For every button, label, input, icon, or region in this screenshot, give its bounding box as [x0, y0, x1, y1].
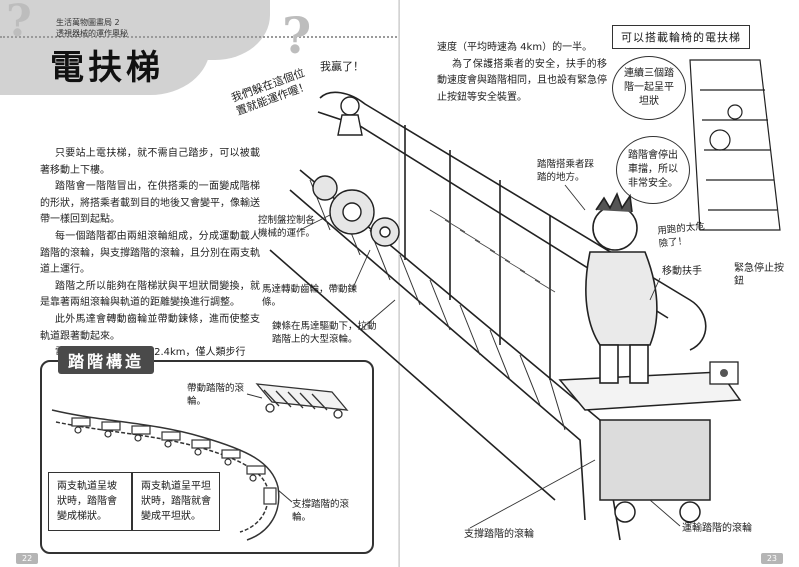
support-roller-caption: 支撐踏階的滾輪 — [464, 529, 534, 540]
body-line: 速度（平均時速為 4km）的一半。 — [437, 42, 593, 53]
motor-label: 馬達轉動齒輪，帶動鍊條。 — [262, 284, 358, 308]
body-paragraph: 每一個踏階都由兩組滾輪組成，分成運動載人踏階的滾輪，與支撐踏階的滾輪，且分別在兩… — [40, 230, 260, 276]
flat-track-note: 兩支軌道呈平坦狀時，踏階就會變成平坦狀。 — [132, 472, 220, 531]
step-structure-inset: 踏階構造 帶動踏階的滾輪。 兩支軌道呈坡狀時，踏階會變成梯狀。 兩支軌道呈平坦狀… — [40, 346, 374, 554]
body-paragraph: 踏階之所以能夠在階梯狀與平坦狀間變換，就是靠著兩組滾輪與軌道的距離變換進行調整。 — [40, 280, 260, 309]
safety-text: 踏階會停出車擋，所以非常安全。 — [628, 150, 678, 189]
control-panel-label: 控制盤控制各機械的運作。 — [258, 215, 316, 239]
page-number-left: 22 — [16, 553, 39, 564]
body-paragraph: 只要站上電扶梯，就不需自己踏步，可以被載著移動上下樓。 — [40, 148, 260, 176]
step-description: 踏階搭乘者踩踏的地方。 — [537, 159, 595, 183]
page-number-right: 23 — [760, 553, 783, 564]
support-roller-label: 支撐踏階的滾輪。 — [292, 499, 350, 523]
question-mark-icon: ? — [6, 0, 32, 47]
body-paragraph: 踏階會一階階冒出，在供搭乘的一面變成階梯的形狀，將搭乘者載到目的地後又會變平，像… — [40, 181, 260, 226]
transport-roller-caption: 運輸踏階的滾輪 — [682, 523, 752, 534]
header-dotted-rule — [0, 36, 400, 38]
page-title: 電扶梯 — [50, 48, 164, 88]
series-title: 生活萬物圖畫局 2 透視器械的運作奧秘 — [56, 17, 128, 39]
handrail-label: 移動扶手 — [662, 266, 702, 277]
body-paragraph: 此外馬達會轉動齒輪並帶動鍊條，進而使整支軌道跟著動起來。 — [40, 313, 260, 342]
slope-track-note: 兩支軌道呈坡狀時，踏階會變成梯狀。 — [48, 472, 132, 531]
emergency-stop-label: 緊急停止按鈕 — [734, 263, 784, 287]
right-body-text: 速度（平均時速為 4km）的一半。 為了保護搭乘者的安全，扶手的移動速度會與踏階… — [437, 40, 607, 106]
chain-label: 鍊條在馬達驅動下，拉動踏階上的大型滾輪。 — [272, 321, 377, 345]
step-structure-diagram — [51, 383, 349, 541]
inset-title: 踏階構造 — [58, 346, 155, 374]
series-subtitle: 透視器械的運作奧秘 — [56, 29, 128, 38]
drive-roller-label: 帶動踏階的滾輪。 — [187, 383, 245, 407]
wheelchair-escalator-label: 可以搭載輪椅的電扶梯 — [612, 25, 750, 49]
left-page: ? ? 生活萬物圖畫局 2 透視器械的運作奧秘 電扶梯 我們躲在這個位置就能運作… — [0, 0, 400, 567]
series-line: 生活萬物圖畫局 2 — [56, 18, 120, 27]
safety-bubble: 踏階會停出車擋，所以非常安全。 — [616, 136, 690, 204]
body-paragraph: 為了保護搭乘者的安全，扶手的移動速度會與踏階相同，且也設有緊急停止按鈕等安全裝置… — [437, 58, 607, 103]
i-won-caption: 我贏了！ — [320, 60, 364, 73]
question-mark-icon: ? — [282, 6, 312, 65]
three-steps-text: 連續三個踏階一起呈平坦狀 — [624, 68, 674, 107]
three-steps-bubble: 連續三個踏階一起呈平坦狀 — [612, 56, 686, 120]
